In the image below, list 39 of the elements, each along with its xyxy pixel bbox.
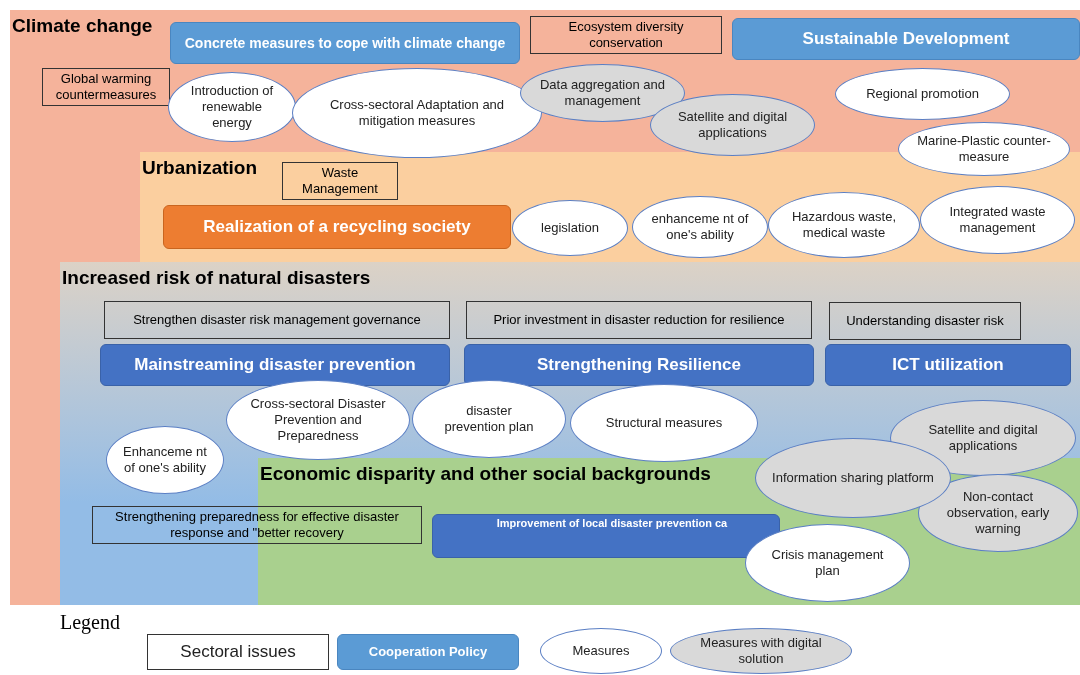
issue-box: Understanding disaster risk — [829, 302, 1021, 340]
legend-measure-ellipse: Measures — [540, 628, 662, 674]
region-panel — [140, 152, 1080, 262]
policy-box: Realization of a recycling society — [163, 205, 511, 249]
issue-box: Waste Management — [282, 162, 398, 200]
measure-ellipse: Crisis management plan — [745, 524, 910, 602]
legend-issue-box: Sectoral issues — [147, 634, 329, 670]
policy-box: Mainstreaming disaster prevention — [100, 344, 450, 386]
measure-ellipse: Enhanceme nt of one's ability — [106, 426, 224, 494]
measure-ellipse: disaster prevention plan — [412, 380, 566, 458]
policy-box: Strengthening Resilience — [464, 344, 814, 386]
measure-ellipse: Regional promotion — [835, 68, 1010, 120]
issue-box: Ecosystem diversity conservation — [530, 16, 722, 54]
digital-measure-ellipse: Satellite and digital applications — [650, 94, 815, 156]
legend-digital-ellipse: Measures with digital solution — [670, 628, 852, 674]
measure-ellipse: Introduction of renewable energy — [168, 72, 296, 142]
issue-box: Strengthen disaster risk management governance — [104, 301, 450, 339]
measure-ellipse: Cross-sectoral Adaptation and mitigation measures — [292, 68, 542, 158]
policy-box: ICT utilization — [825, 344, 1071, 386]
policy-box: Concrete measures to cope with climate change — [170, 22, 520, 64]
legend-policy-box: Cooperation Policy — [337, 634, 519, 670]
region-heading: Economic disparity and other social backgrounds — [260, 462, 711, 486]
measure-ellipse: legislation — [512, 200, 628, 256]
region-heading: Increased risk of natural disasters — [62, 266, 371, 290]
measure-ellipse: Integrated waste management — [920, 186, 1075, 254]
measure-ellipse: Marine-Plastic counter-measure — [898, 122, 1070, 176]
issue-box: Global warming countermeasures — [42, 68, 170, 106]
measure-ellipse: Cross-sectoral Disaster Prevention and Preparedness — [226, 380, 410, 460]
legend-heading: Legend — [60, 610, 120, 636]
region-heading: Climate change — [12, 14, 153, 38]
region-heading: Urbanization — [142, 156, 258, 180]
issue-box: Prior investment in disaster reduction for resilience — [466, 301, 812, 339]
region-panel — [10, 10, 1080, 605]
policy-box: Sustainable Development — [732, 18, 1080, 60]
region-panel — [60, 262, 1080, 605]
measure-ellipse: Structural measures — [570, 384, 758, 462]
issue-box: Strengthening preparedness for effective disaster response and "better recovery — [92, 506, 422, 544]
measure-ellipse: Hazardous waste, medical waste — [768, 192, 920, 258]
measure-ellipse: enhanceme nt of one's ability — [632, 196, 768, 258]
